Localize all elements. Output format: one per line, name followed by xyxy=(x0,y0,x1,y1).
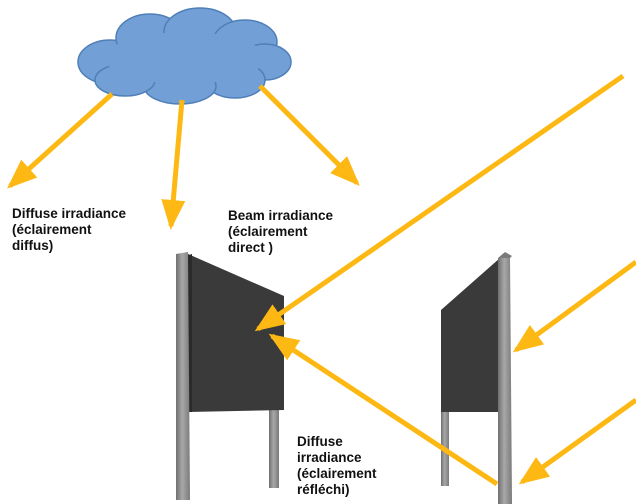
beam-arrow-to-right-panel-upper xyxy=(512,259,636,353)
diffuse-label-line: diffus) xyxy=(12,238,54,253)
reflected-arrows xyxy=(268,333,499,487)
right-panel-post-front xyxy=(498,256,512,504)
beam-label-line: Beam irradiance xyxy=(228,208,334,223)
left-panel-surface xyxy=(188,254,284,412)
cloud-icon xyxy=(77,7,292,105)
reflected-label-line: Diffuse xyxy=(297,434,343,449)
reflected-label-line: (éclairement xyxy=(297,466,377,481)
beam-arrows xyxy=(254,73,636,485)
right-panel-top-cap xyxy=(498,252,512,258)
reflected-label-line: irradiance xyxy=(297,450,362,465)
diffuse-arrow-center xyxy=(161,99,186,230)
beam-label-line: (éclairement xyxy=(228,224,308,239)
reflected-label-line: réfléchi) xyxy=(297,482,350,497)
reflected-irradiance-label: Diffuse irradiance (éclairement réfléchi… xyxy=(297,434,377,498)
left-panel-post-back xyxy=(269,410,279,488)
beam-arrow-to-left-panel xyxy=(254,73,625,332)
diffuse-arrow-left xyxy=(7,92,114,189)
beam-arrow-to-right-panel-lower xyxy=(518,397,636,485)
diffuse-label-line: (éclairement xyxy=(12,222,92,237)
right-panel-surface xyxy=(441,258,500,412)
diffuse-arrows xyxy=(7,84,360,230)
diffuse-irradiance-label: Diffuse irradiance (éclairement diffus) xyxy=(12,206,126,254)
reflected-arrow xyxy=(268,333,499,487)
diffuse-label-line: Diffuse irradiance xyxy=(12,206,127,221)
beam-irradiance-label: Beam irradiance (éclairement direct ) xyxy=(228,208,333,256)
right-solar-panel xyxy=(441,252,512,504)
diffuse-arrow-right xyxy=(258,84,360,186)
beam-label-line: direct ) xyxy=(228,240,274,255)
left-panel-post-front xyxy=(176,252,190,500)
left-solar-panel xyxy=(176,252,284,500)
